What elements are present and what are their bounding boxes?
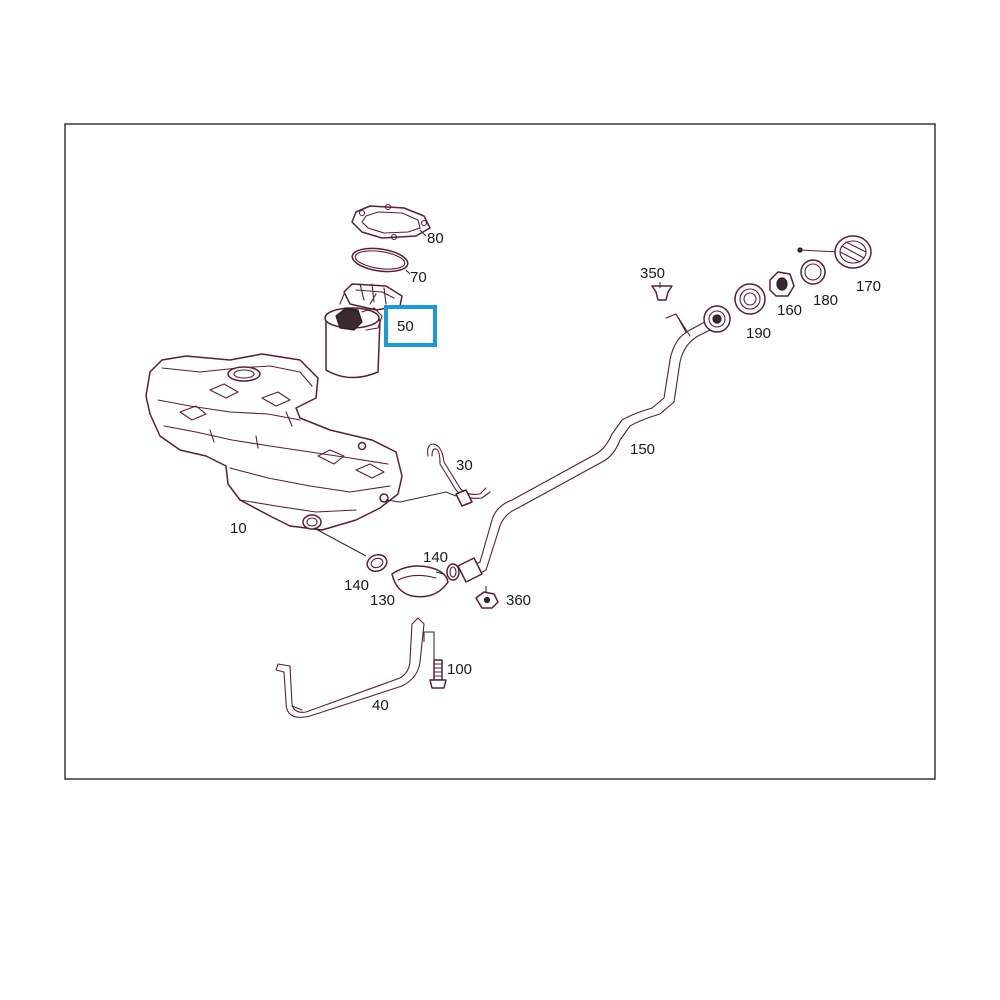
part-130-filler-hose[interactable] — [391, 565, 449, 598]
callout-50-highlight — [384, 305, 437, 347]
part-350-clip[interactable] — [651, 285, 673, 301]
callout-100: 100 — [447, 661, 472, 678]
part-40-tank-strap[interactable] — [275, 617, 425, 718]
part-170-fuel-cap[interactable] — [797, 235, 872, 269]
part-50-fuel-pump-module[interactable] — [324, 283, 403, 379]
part-80-flange[interactable] — [351, 203, 431, 241]
callout-30: 30 — [456, 457, 473, 474]
callout-80: 80 — [427, 230, 444, 247]
callout-50: 50 — [397, 318, 414, 335]
part-140-clamp-right[interactable] — [446, 563, 460, 581]
part-10-fuel-tank[interactable] — [145, 353, 403, 531]
callout-70: 70 — [410, 269, 427, 286]
callout-190: 190 — [746, 325, 771, 342]
callout-150: 150 — [630, 441, 655, 458]
callout-40: 40 — [372, 697, 389, 714]
callout-360: 360 — [506, 592, 531, 609]
callout-170: 170 — [856, 278, 881, 295]
diagram-frame — [64, 123, 936, 780]
part-180-seal-ring[interactable] — [800, 259, 826, 285]
part-150-filler-pipe[interactable] — [457, 305, 731, 583]
callout-labels: 80 70 50 350 170 160 180 190 150 30 10 1… — [230, 230, 881, 714]
callout-130: 130 — [370, 592, 395, 609]
callout-160: 160 — [777, 302, 802, 319]
part-70-seal-ring[interactable] — [351, 245, 410, 275]
leader-lines — [313, 229, 661, 660]
part-30-vent-line[interactable] — [427, 443, 491, 507]
callout-350: 350 — [640, 265, 665, 282]
part-360-grommet-nut[interactable] — [475, 591, 499, 609]
callout-140-left: 140 — [344, 577, 369, 594]
part-160-filler-insert[interactable] — [769, 271, 795, 297]
part-140-clamp-left[interactable] — [365, 552, 389, 574]
callout-180: 180 — [813, 292, 838, 309]
part-100-bolt[interactable] — [429, 659, 447, 689]
part-190-grommet[interactable] — [734, 283, 766, 315]
callout-10: 10 — [230, 520, 247, 537]
callout-140-right: 140 — [423, 549, 448, 566]
